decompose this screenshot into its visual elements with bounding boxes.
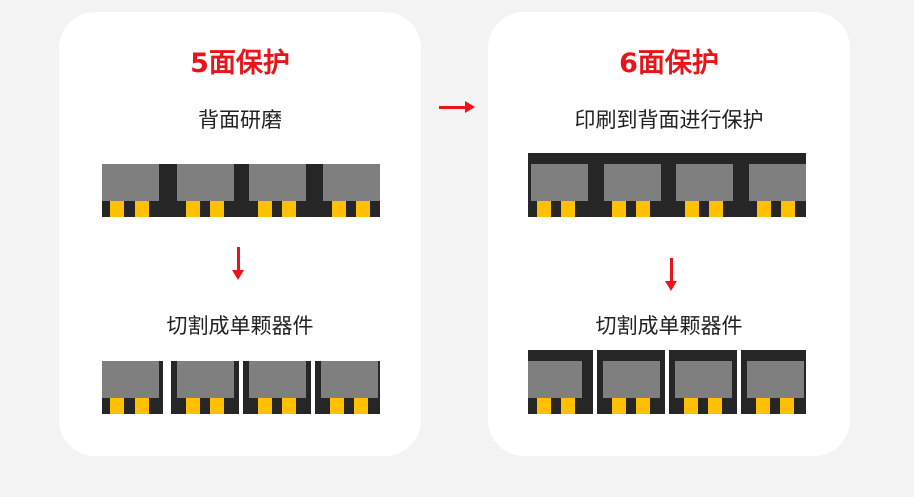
solder-pad <box>282 398 296 414</box>
package-body <box>323 164 380 201</box>
package-body <box>177 164 234 201</box>
package-body <box>102 361 159 398</box>
singulated-unit <box>528 350 593 414</box>
package-body <box>321 361 378 398</box>
solder-pad <box>282 201 296 217</box>
solder-pad <box>636 398 650 414</box>
solder-pad <box>210 201 224 217</box>
package-body <box>604 164 661 201</box>
solder-pad <box>354 398 368 414</box>
solder-pad <box>561 201 575 217</box>
wafer-strip-ground <box>102 164 380 217</box>
package-body <box>675 361 732 398</box>
solder-pad <box>186 201 200 217</box>
package-body <box>249 361 306 398</box>
singulated-unit <box>741 350 806 414</box>
solder-pad <box>756 398 770 414</box>
singulated-unit <box>171 361 239 414</box>
panel-title: 5面保护 <box>190 48 290 79</box>
solder-pad <box>110 398 124 414</box>
panel-6-side-protection: 6面保护 印刷到背面进行保护 切割成单颗器件 <box>488 12 850 456</box>
step-caption-back-grinding: 背面研磨 <box>198 108 282 132</box>
wafer-strip-protected <box>528 153 806 217</box>
solder-pad <box>332 201 346 217</box>
package-body <box>249 164 306 201</box>
solder-pad <box>135 398 149 414</box>
package-body <box>603 361 660 398</box>
package-body <box>102 164 159 201</box>
package-body <box>749 164 806 201</box>
solder-pad <box>561 398 575 414</box>
solder-pad <box>258 201 272 217</box>
solder-pad <box>757 201 771 217</box>
solder-pad <box>708 398 722 414</box>
solder-pad <box>781 201 795 217</box>
package-body <box>531 164 588 201</box>
solder-pad <box>186 398 200 414</box>
flow-arrow-right <box>439 101 475 113</box>
package-body <box>747 361 804 398</box>
unit-side <box>159 361 163 414</box>
flow-arrow-down <box>665 258 677 291</box>
solder-pad <box>110 201 124 217</box>
solder-pad <box>780 398 794 414</box>
package-body <box>528 361 582 398</box>
package-body <box>676 164 733 201</box>
singulated-unit <box>669 350 737 414</box>
solder-pad <box>210 398 224 414</box>
flow-arrow-down <box>232 247 244 280</box>
step-caption-singulation: 切割成单颗器件 <box>595 314 743 338</box>
solder-pad <box>135 201 149 217</box>
step-caption-backside-print: 印刷到背面进行保护 <box>574 108 764 132</box>
panel-5-side-protection: 5面保护 背面研磨 切割成单颗器件 <box>59 12 421 456</box>
solder-pad <box>330 398 344 414</box>
step-caption-singulation: 切割成单颗器件 <box>166 314 314 338</box>
solder-pad <box>684 398 698 414</box>
solder-pad <box>636 201 650 217</box>
singulated-unit <box>315 361 380 414</box>
solder-pad <box>612 398 626 414</box>
solder-pad <box>612 201 626 217</box>
solder-pad <box>356 201 370 217</box>
panel-title: 6面保护 <box>619 48 719 79</box>
singulated-unit <box>243 361 311 414</box>
singulated-unit <box>597 350 665 414</box>
solder-pad <box>537 398 551 414</box>
solder-pad <box>258 398 272 414</box>
solder-pad <box>709 201 723 217</box>
solder-pad <box>537 201 551 217</box>
singulated-unit <box>102 361 167 414</box>
solder-pad <box>685 201 699 217</box>
package-body <box>177 361 234 398</box>
